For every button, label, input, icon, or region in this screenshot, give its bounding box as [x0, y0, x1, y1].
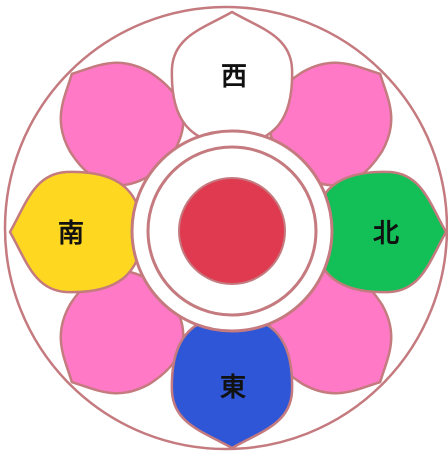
label-north: 北 [373, 219, 399, 249]
center-disc [179, 178, 285, 284]
label-east: 東 [220, 373, 246, 403]
label-south: 南 [58, 219, 84, 249]
label-west: 西 [221, 62, 247, 92]
